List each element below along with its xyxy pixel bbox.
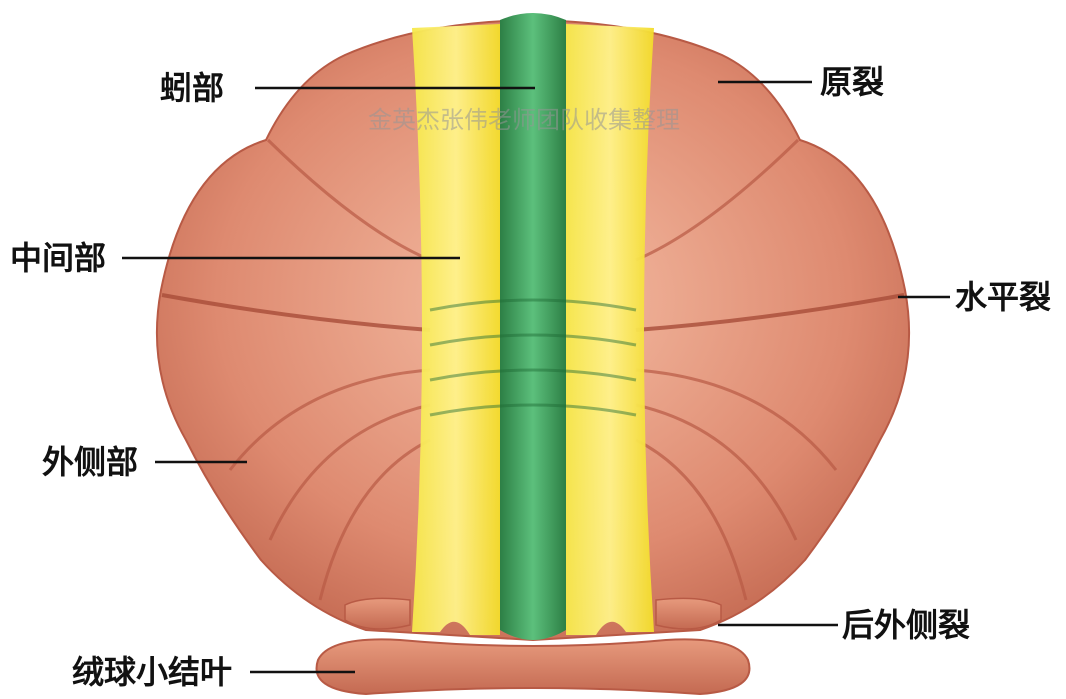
label-vermis: 蚓部 — [160, 72, 224, 104]
nodulus — [317, 639, 750, 694]
flocculus-right — [656, 598, 721, 629]
label-horizontal-fissure: 水平裂 — [955, 281, 1051, 313]
label-lateral: 外侧部 — [42, 446, 138, 478]
label-flocculonodular: 绒球小结叶 — [72, 656, 232, 688]
label-primary-fissure: 原裂 — [820, 66, 884, 98]
label-posterolateral-fissure: 后外侧裂 — [842, 609, 970, 641]
watermark-text: 金英杰张伟老师团队收集整理 — [368, 100, 680, 135]
flocculus-left — [345, 598, 410, 629]
label-intermediate: 中间部 — [10, 242, 106, 274]
